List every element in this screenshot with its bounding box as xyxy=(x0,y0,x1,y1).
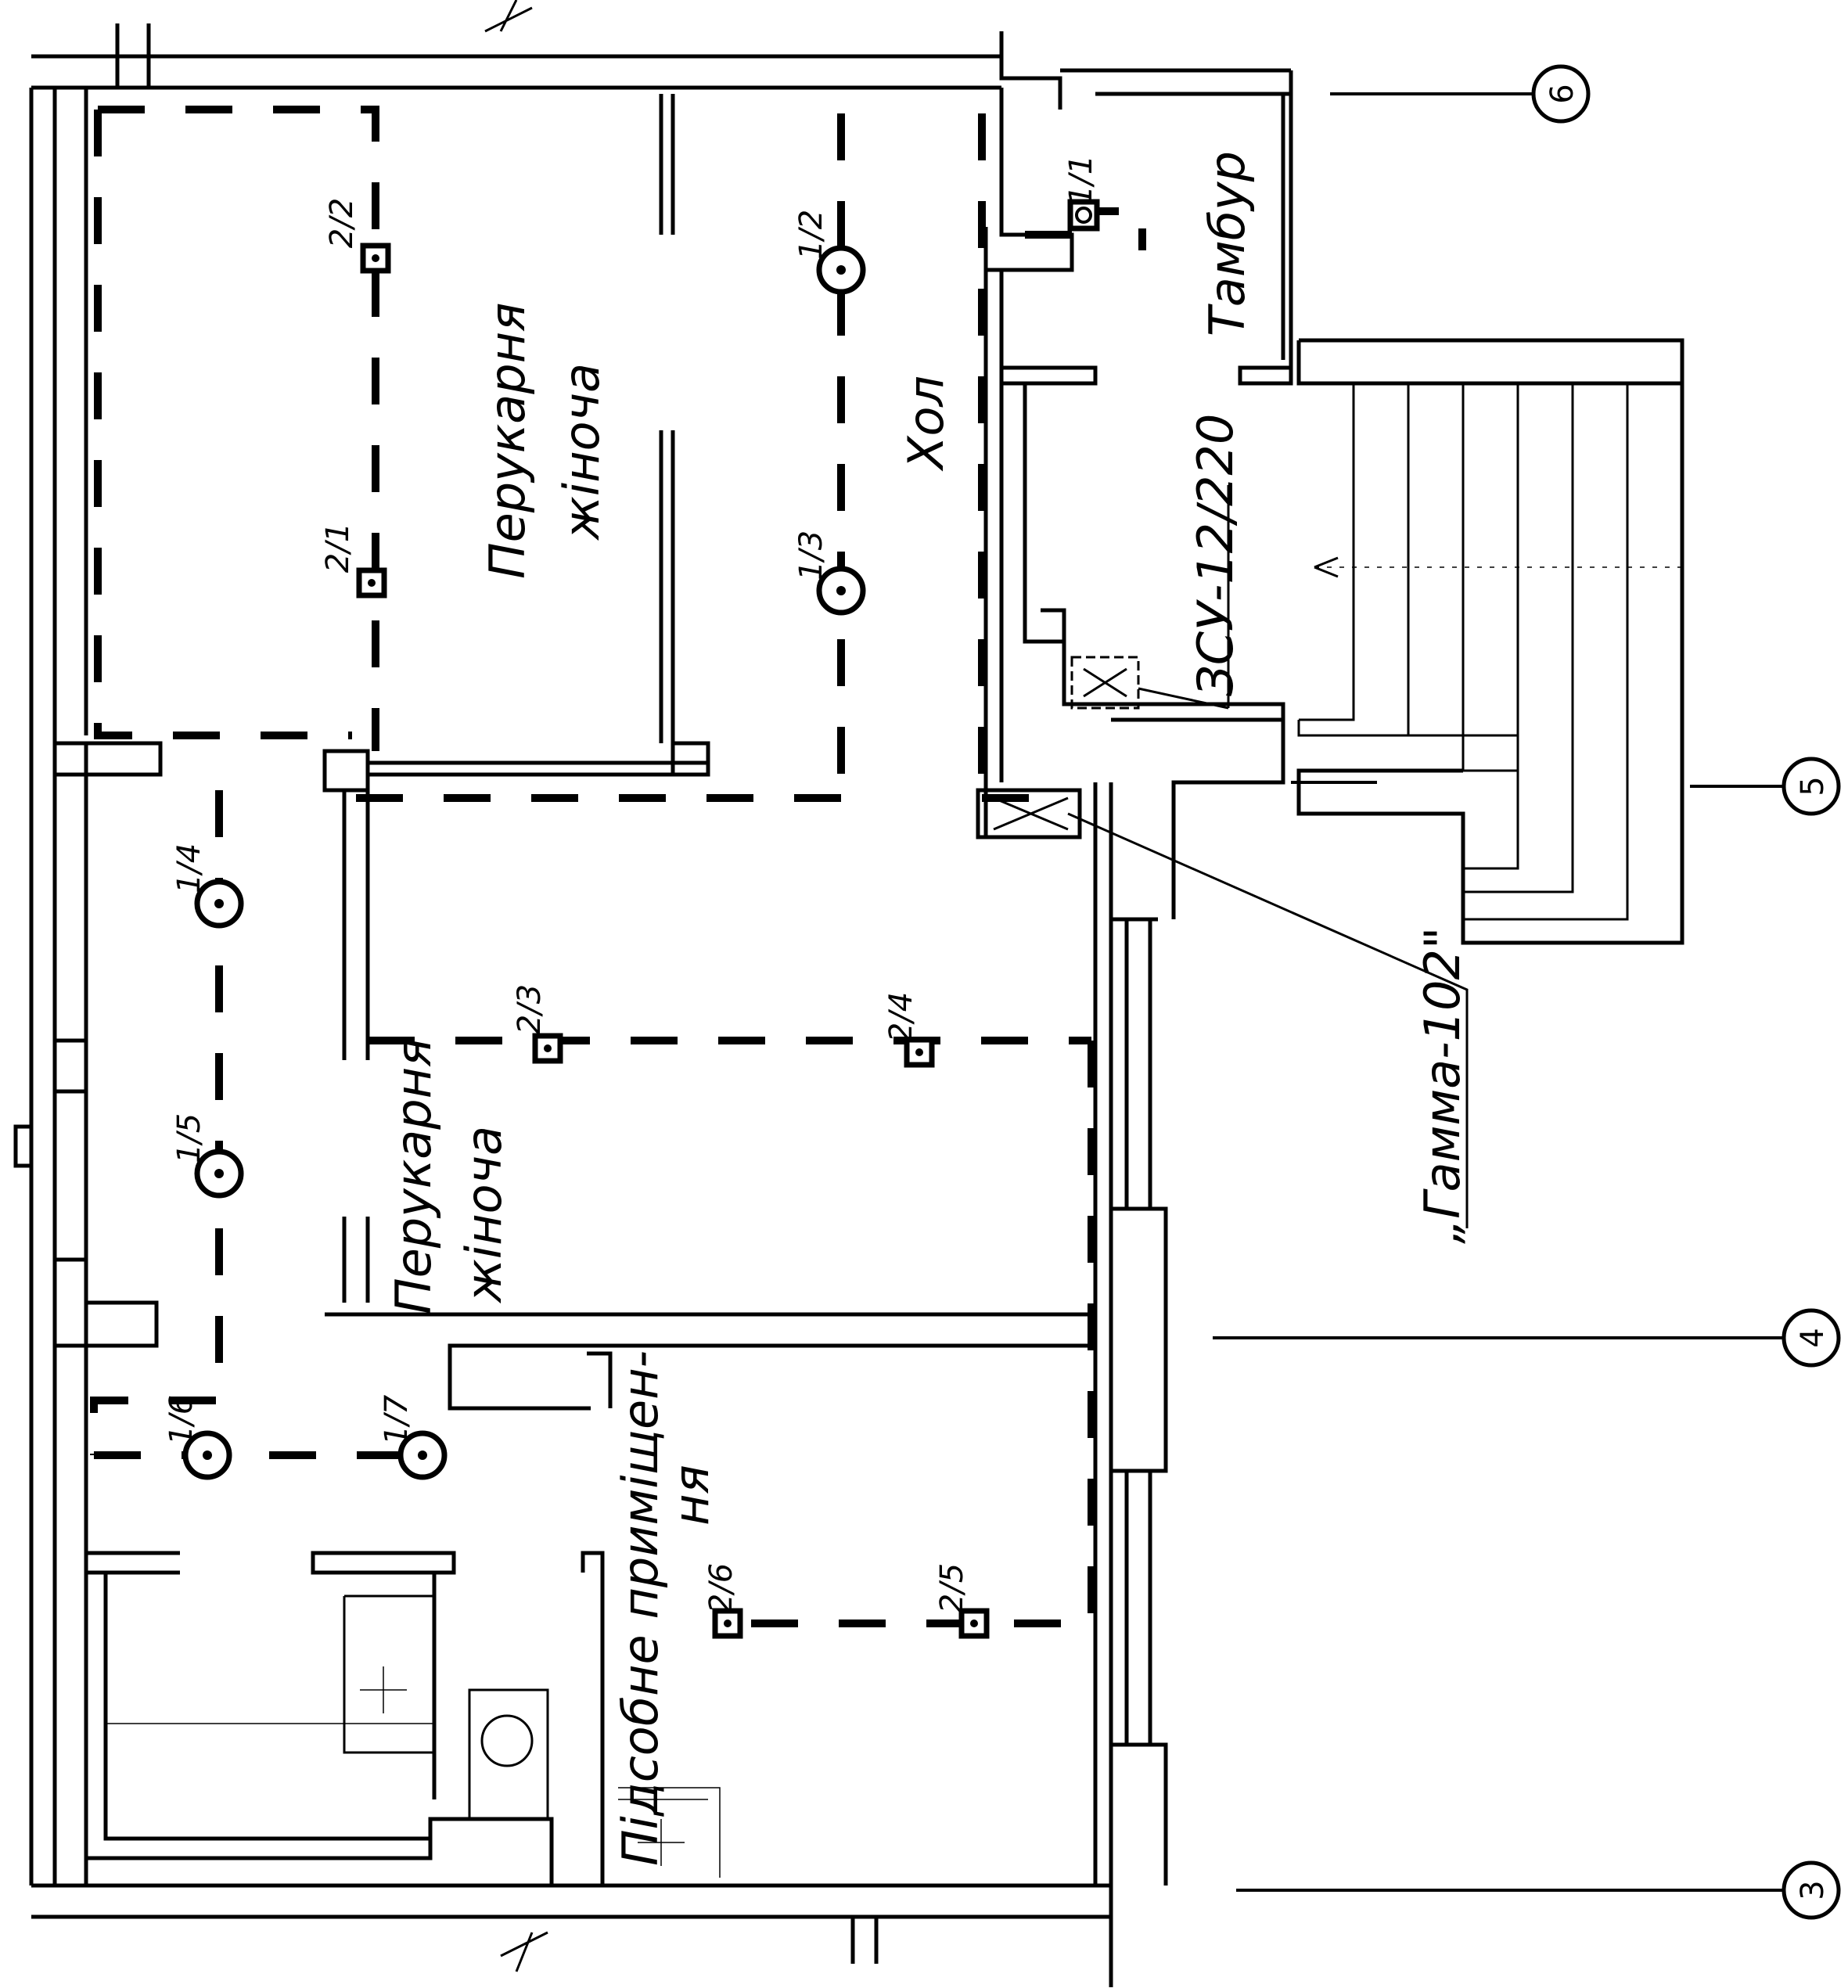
axis-bubble-4: 4 xyxy=(1781,1308,1841,1368)
heat-detector-icon xyxy=(360,243,391,274)
detector-1-4: 1/4 xyxy=(171,843,244,929)
detector-dot xyxy=(368,579,376,587)
detector-1-6: 1/6 xyxy=(164,1395,232,1480)
axis-bubble-5: 5 xyxy=(1781,757,1841,816)
heat-detector-icon xyxy=(1067,199,1100,232)
control-panel-zsu xyxy=(1070,485,1230,710)
detector-label: 1/1 xyxy=(1063,155,1099,205)
room-label-hairdresser-top-1: Перукарня xyxy=(479,303,536,579)
detector-dot xyxy=(544,1044,552,1052)
utility-fixtures xyxy=(84,1551,721,1886)
detector-layer: 1/1 1/2 1/3 1/4 1/5 1/6 1/7 2/1 2/2 2/3 2/4 2/5 2/6 xyxy=(164,155,1100,1639)
room-label-utility-2: ня xyxy=(663,1465,720,1526)
detector-dot xyxy=(214,899,224,908)
room-label-vestibule: Тамбур xyxy=(1199,151,1256,336)
receiver-gamma xyxy=(976,788,1469,1228)
axis-bubble-6: 6 xyxy=(1531,64,1591,124)
detector-label: 1/3 xyxy=(793,530,829,581)
detector-dot xyxy=(836,265,846,275)
detector-2-6: 2/6 xyxy=(703,1563,743,1639)
heat-detector-icon xyxy=(712,1608,743,1639)
detector-dot xyxy=(724,1620,732,1627)
svg-text:6: 6 xyxy=(1544,84,1580,103)
heat-detector-icon xyxy=(904,1037,935,1068)
room-label-utility-1: Підсобне приміщен- xyxy=(612,1350,669,1866)
detector-dot xyxy=(1075,207,1092,224)
svg-text:5: 5 xyxy=(1795,776,1831,796)
detector-2-1: 2/1 xyxy=(320,523,387,599)
detector-label: 2/2 xyxy=(324,198,360,248)
detector-dot xyxy=(203,1451,212,1460)
detector-2-5: 2/5 xyxy=(934,1563,990,1639)
room-label-hairdresser-top-2: жіноча xyxy=(553,363,610,541)
detector-dot xyxy=(915,1048,923,1056)
room-label-hall: Хол xyxy=(897,376,955,472)
detector-label: 2/3 xyxy=(512,984,548,1034)
panel-label: ЗСУ-12/220 xyxy=(1187,414,1244,696)
receiver-label: „Гамма-102" xyxy=(1414,927,1471,1244)
room-label-hairdresser-mid-1: Перукарня xyxy=(385,1038,442,1314)
detector-dot xyxy=(372,254,379,262)
detector-label: 1/2 xyxy=(793,210,829,260)
detector-label: 1/5 xyxy=(171,1113,207,1163)
detector-label: 2/1 xyxy=(320,523,356,573)
loop-2-cable xyxy=(94,106,1095,1627)
detector-2-3: 2/3 xyxy=(512,984,563,1064)
detector-1-5: 1/5 xyxy=(171,1113,244,1199)
detector-dot xyxy=(970,1620,978,1627)
detector-2-2: 2/2 xyxy=(324,198,391,274)
svg-text:3: 3 xyxy=(1795,1880,1831,1900)
detector-1-1: 1/1 xyxy=(1063,155,1100,232)
detector-2-4: 2/4 xyxy=(883,992,935,1068)
detector-dot xyxy=(214,1169,224,1178)
axis-guides xyxy=(1213,92,1784,1892)
detector-dot xyxy=(418,1451,427,1460)
detector-dot xyxy=(836,586,846,595)
detector-label: 2/6 xyxy=(703,1563,739,1613)
detector-1-2: 1/2 xyxy=(793,210,866,295)
detector-label: 1/4 xyxy=(171,843,207,893)
upper-block-walls xyxy=(52,88,1293,922)
detector-1-3: 1/3 xyxy=(793,530,866,616)
detector-label: 1/7 xyxy=(379,1394,415,1445)
staircase xyxy=(1296,338,1684,945)
svg-text:4: 4 xyxy=(1795,1328,1831,1347)
detector-label: 1/6 xyxy=(164,1395,200,1445)
break-marks xyxy=(484,0,548,1972)
axis-bubble-3: 3 xyxy=(1781,1860,1841,1920)
detector-label: 2/5 xyxy=(934,1563,970,1613)
detector-label: 2/4 xyxy=(883,992,919,1042)
room-label-hairdresser-mid-2: жіноча xyxy=(455,1126,512,1304)
detector-1-7: 1/7 xyxy=(379,1394,448,1480)
lower-block-walls xyxy=(322,749,1168,1886)
